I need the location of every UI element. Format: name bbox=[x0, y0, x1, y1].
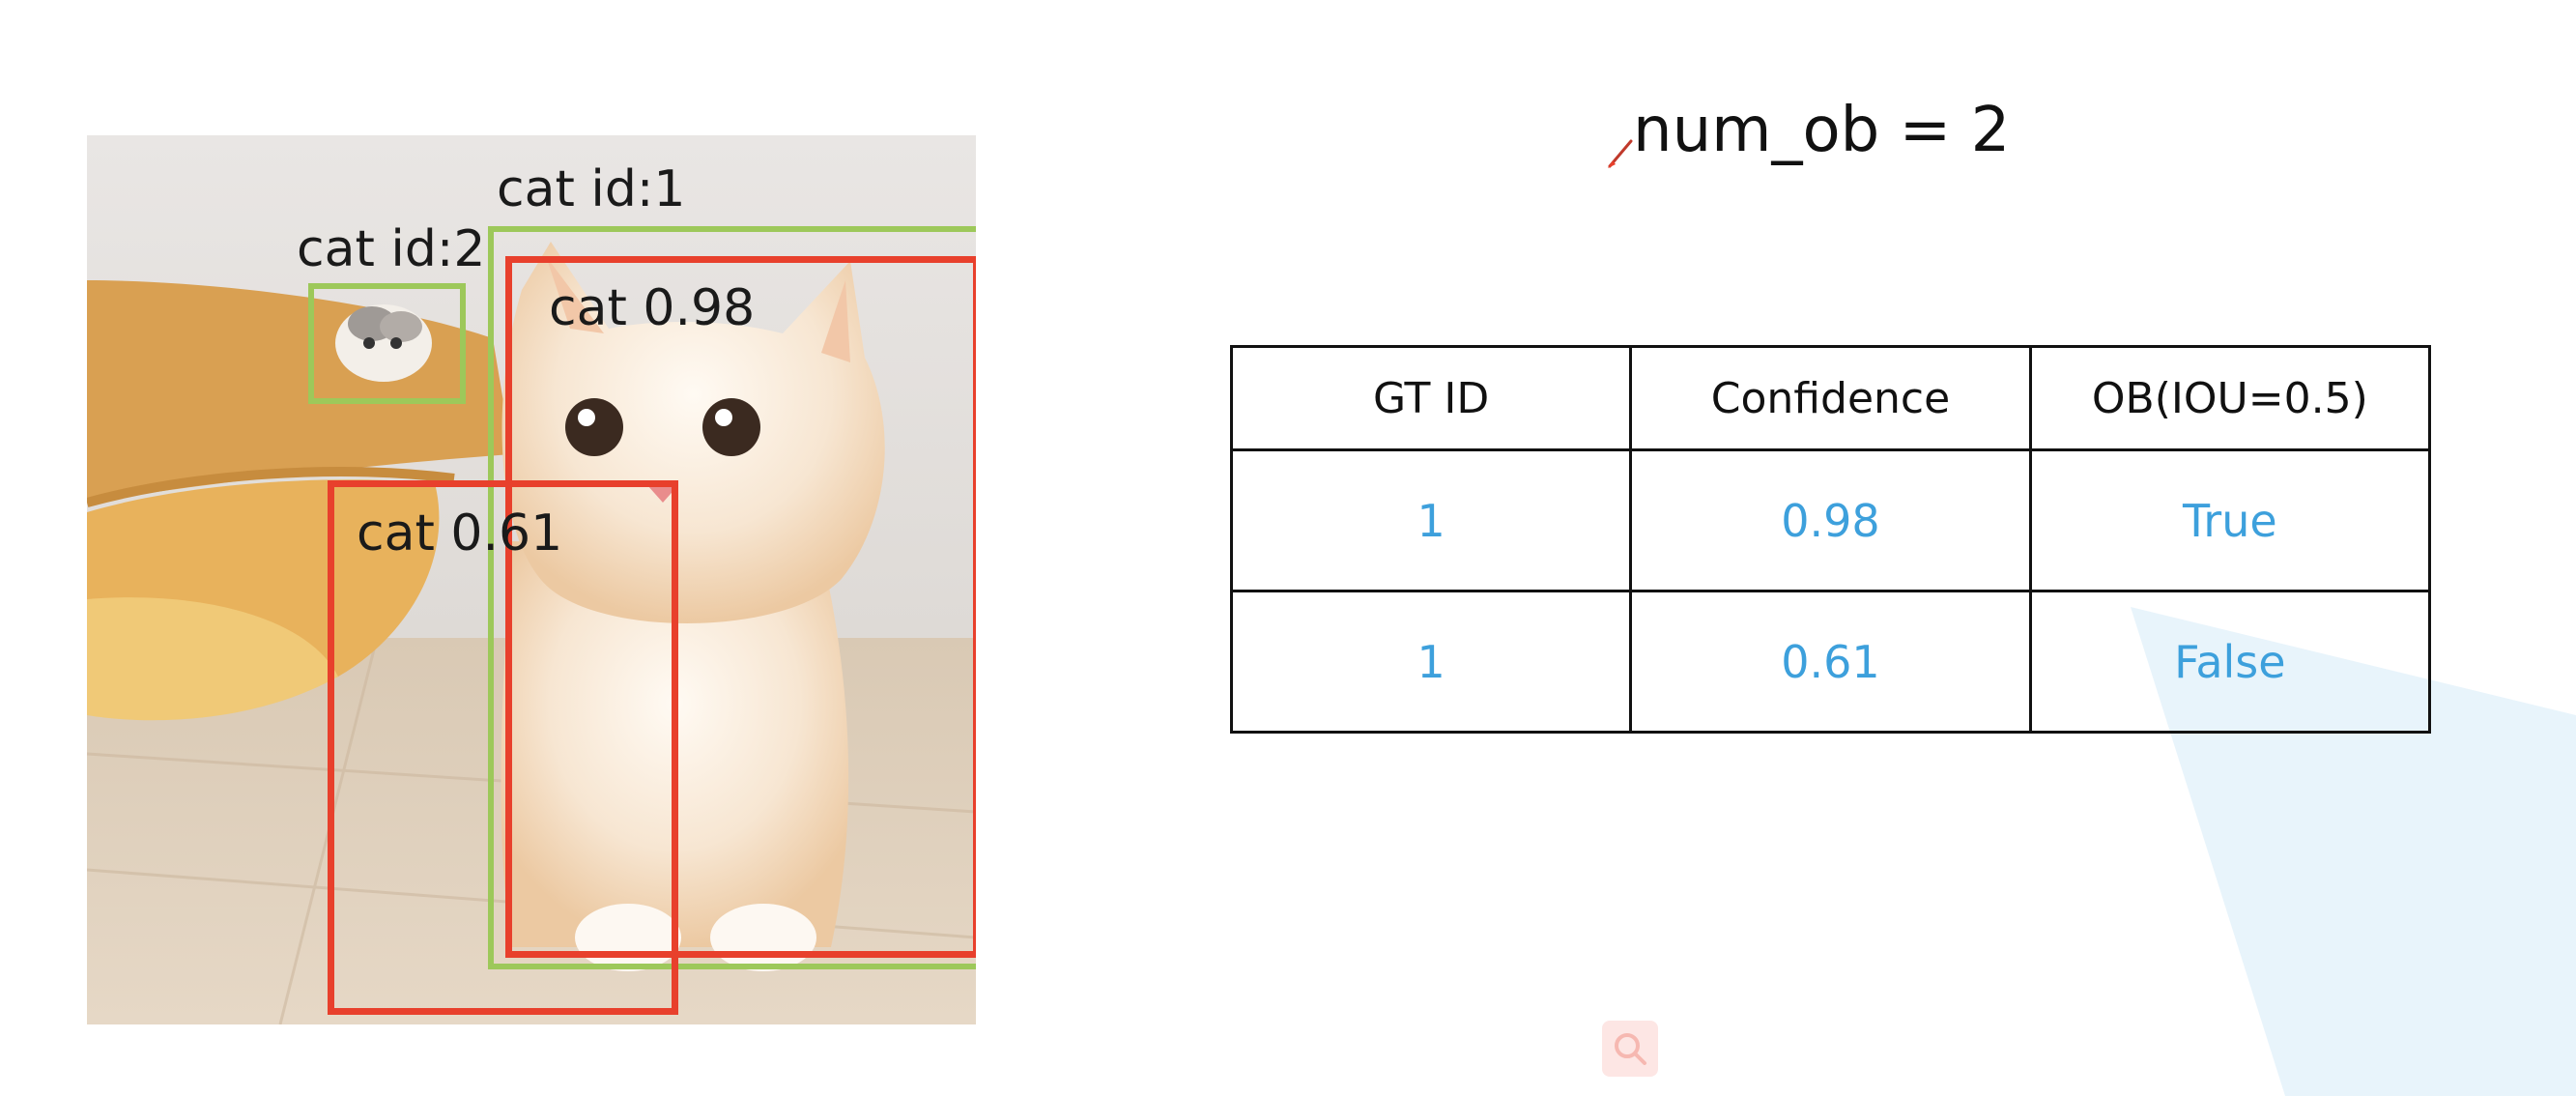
cell-ob: True bbox=[2028, 448, 2432, 592]
cat-photo-illustration bbox=[87, 135, 976, 1024]
label-gt-2: cat id:2 bbox=[297, 220, 486, 278]
search-icon[interactable] bbox=[1602, 1021, 1658, 1077]
pen-icon bbox=[1608, 139, 1633, 168]
ground-truth-box-2 bbox=[308, 283, 466, 404]
prediction-box-1 bbox=[505, 256, 976, 958]
label-pred-2: cat 0.61 bbox=[357, 505, 563, 562]
cell-gt-id: 1 bbox=[1229, 448, 1633, 592]
header-gt-id: GT ID bbox=[1229, 345, 1633, 451]
label-gt-1: cat id:1 bbox=[497, 160, 686, 218]
num-ob-title: num_ob = 2 bbox=[1633, 95, 2011, 166]
cat-photo: cat id:1 cat id:2 cat 0.98 cat 0.61 bbox=[87, 135, 976, 1024]
ground-truth-box-1 bbox=[488, 226, 976, 969]
prediction-box-2 bbox=[328, 480, 678, 1015]
cell-gt-id: 1 bbox=[1229, 590, 1633, 734]
cell-confidence: 0.98 bbox=[1629, 448, 2032, 592]
table-header-row: GT ID Confidence OB(IOU=0.5) bbox=[1229, 345, 2432, 451]
table-row: 1 0.61 False bbox=[1229, 590, 2432, 734]
cell-confidence: 0.61 bbox=[1629, 590, 2032, 734]
header-confidence: Confidence bbox=[1629, 345, 2032, 451]
header-ob: OB(IOU=0.5) bbox=[2028, 345, 2432, 451]
table-row: 1 0.98 True bbox=[1229, 448, 2432, 592]
label-pred-1: cat 0.98 bbox=[549, 279, 756, 337]
ob-results-table: GT ID Confidence OB(IOU=0.5) 1 0.98 True… bbox=[1229, 345, 2432, 734]
cell-ob: False bbox=[2028, 590, 2432, 734]
